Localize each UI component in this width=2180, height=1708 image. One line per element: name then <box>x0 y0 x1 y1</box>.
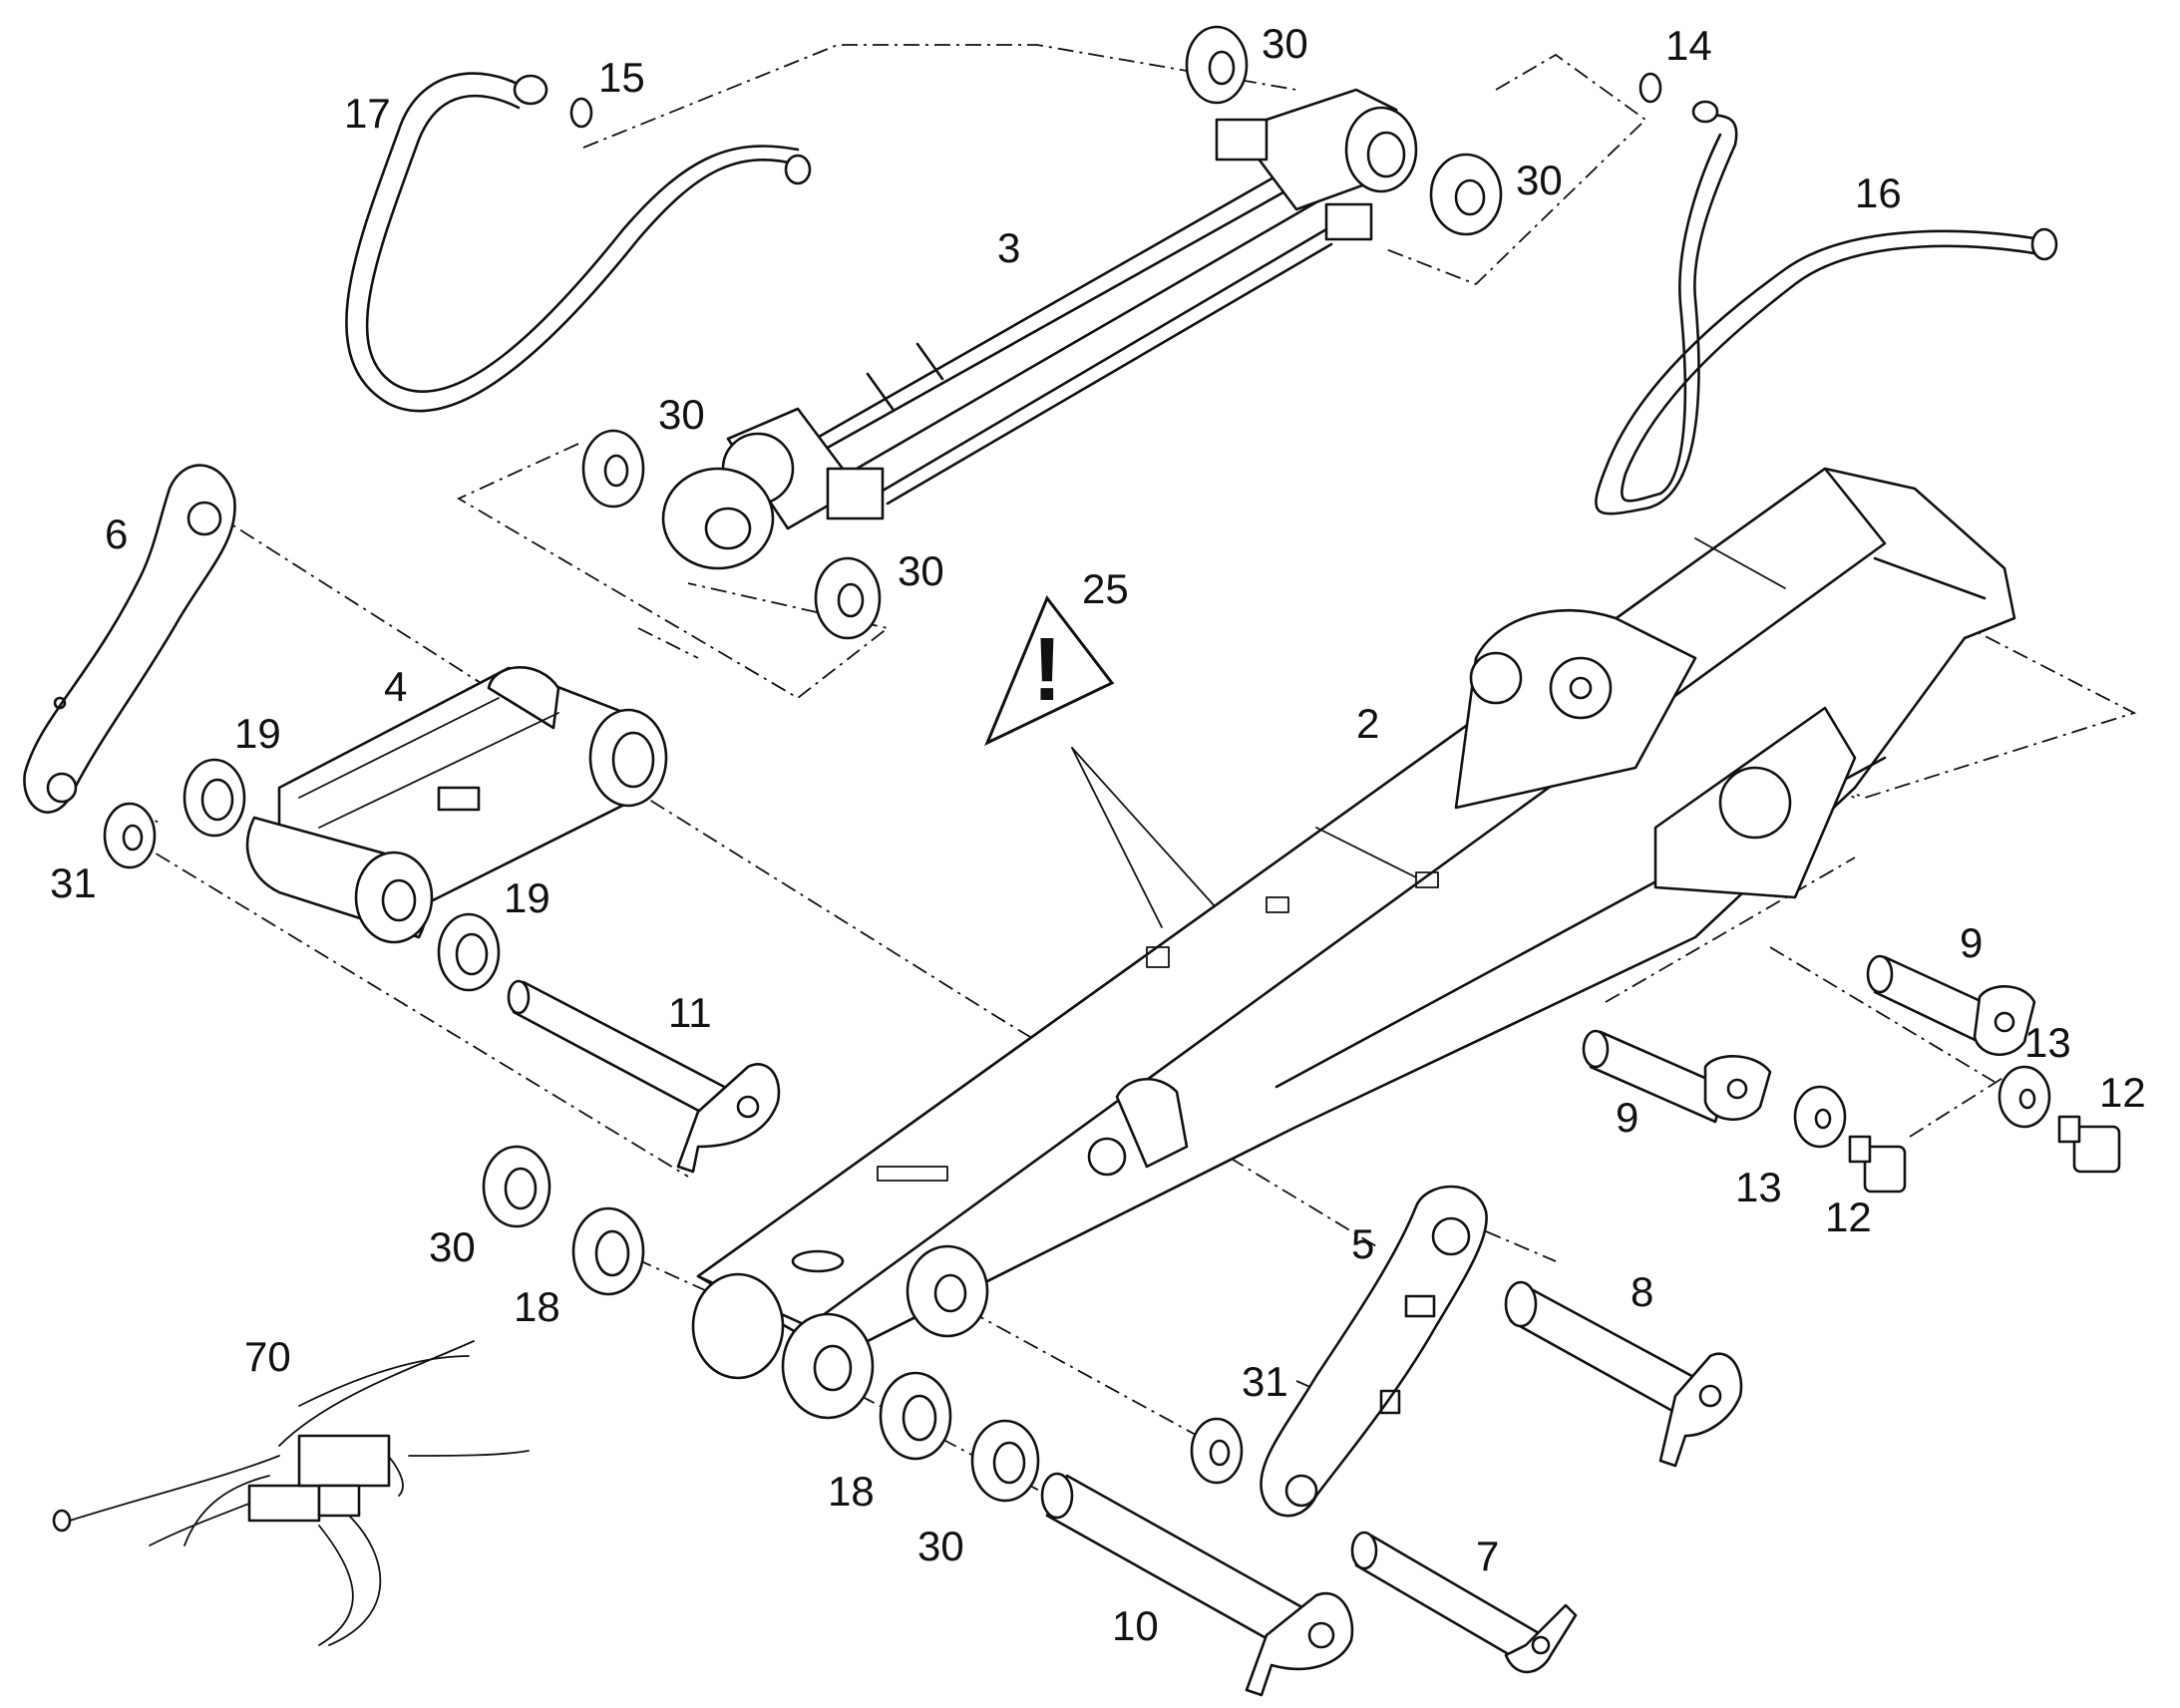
washer-31-a <box>103 802 157 869</box>
link-4 <box>245 666 668 944</box>
callout-30f: 30 <box>917 1523 964 1569</box>
callout-7: 7 <box>1476 1533 1499 1579</box>
washer-31-b <box>1190 1417 1244 1485</box>
callout-19b: 19 <box>504 874 550 921</box>
pin-8 <box>1504 1280 1743 1468</box>
boom-arm-2 <box>691 467 2016 1420</box>
callout-5: 5 <box>1351 1220 1374 1267</box>
callout-9a: 9 <box>1616 1094 1638 1141</box>
callout-25: 25 <box>1082 565 1129 612</box>
washer-30-f <box>970 1419 1040 1503</box>
callout-30e: 30 <box>429 1223 476 1270</box>
link-5 <box>1260 1185 1488 1518</box>
pin-7 <box>1350 1531 1578 1674</box>
warning-symbol: ! <box>1032 620 1062 720</box>
pin-9-b <box>1866 954 2036 1057</box>
callout-12a: 12 <box>1825 1194 1872 1240</box>
pin-9-a <box>1582 1029 1772 1124</box>
callout-19a: 19 <box>234 710 281 757</box>
callout-17: 17 <box>344 90 391 137</box>
callout-15: 15 <box>598 54 645 101</box>
callout-13a: 13 <box>1735 1164 1782 1210</box>
callout-30c: 30 <box>658 391 705 438</box>
callout-16: 16 <box>1855 170 1902 216</box>
callout-12b: 12 <box>2099 1069 2146 1116</box>
washer-13-a <box>1793 1085 1847 1149</box>
washer-30-b <box>1429 153 1503 236</box>
callout-31b: 31 <box>1242 1358 1288 1405</box>
callout-11: 11 <box>668 989 712 1036</box>
callout-8: 8 <box>1631 1268 1653 1315</box>
callout-3: 3 <box>997 224 1020 271</box>
callout-6: 6 <box>105 511 128 557</box>
washer-30-d <box>814 556 882 640</box>
callout-30a: 30 <box>1262 20 1308 67</box>
hose-17 <box>345 72 812 413</box>
washer-13-b <box>1998 1065 2051 1129</box>
washer-30-a <box>1185 25 1249 105</box>
callout-4: 4 <box>384 663 407 710</box>
bolt-12-a <box>1848 1135 1907 1194</box>
hose-assembly-70 <box>52 1340 530 1646</box>
bolt-12-b <box>2057 1115 2121 1174</box>
callout-70: 70 <box>244 1333 291 1380</box>
callout-13b: 13 <box>2024 1019 2071 1066</box>
link-6 <box>23 464 236 814</box>
o-ring-15 <box>569 97 593 129</box>
callout-18b: 18 <box>828 1468 875 1515</box>
pin-10 <box>1040 1472 1354 1697</box>
callout-labels: 2 3 4 5 6 7 8 9 9 10 11 12 12 13 13 14 1… <box>50 20 2146 1649</box>
washer-30-c <box>581 429 645 509</box>
callout-14: 14 <box>1665 22 1712 69</box>
bushing-18-a <box>571 1206 645 1296</box>
bushing-19-a <box>182 758 246 838</box>
callout-18a: 18 <box>514 1283 560 1330</box>
bushing-19-b <box>437 912 501 992</box>
hydraulic-cylinder-3 <box>661 88 1418 570</box>
bushing-18-b <box>879 1371 952 1461</box>
callout-9b: 9 <box>1960 919 1983 966</box>
pin-11 <box>507 979 781 1174</box>
callout-10: 10 <box>1112 1602 1159 1649</box>
callout-2: 2 <box>1356 700 1379 747</box>
callout-30b: 30 <box>1516 157 1563 203</box>
hose-16 <box>1595 100 2058 515</box>
callout-30d: 30 <box>898 547 944 594</box>
callout-31a: 31 <box>50 859 97 906</box>
o-ring-14 <box>1638 72 1662 104</box>
washer-30-e <box>482 1145 551 1228</box>
